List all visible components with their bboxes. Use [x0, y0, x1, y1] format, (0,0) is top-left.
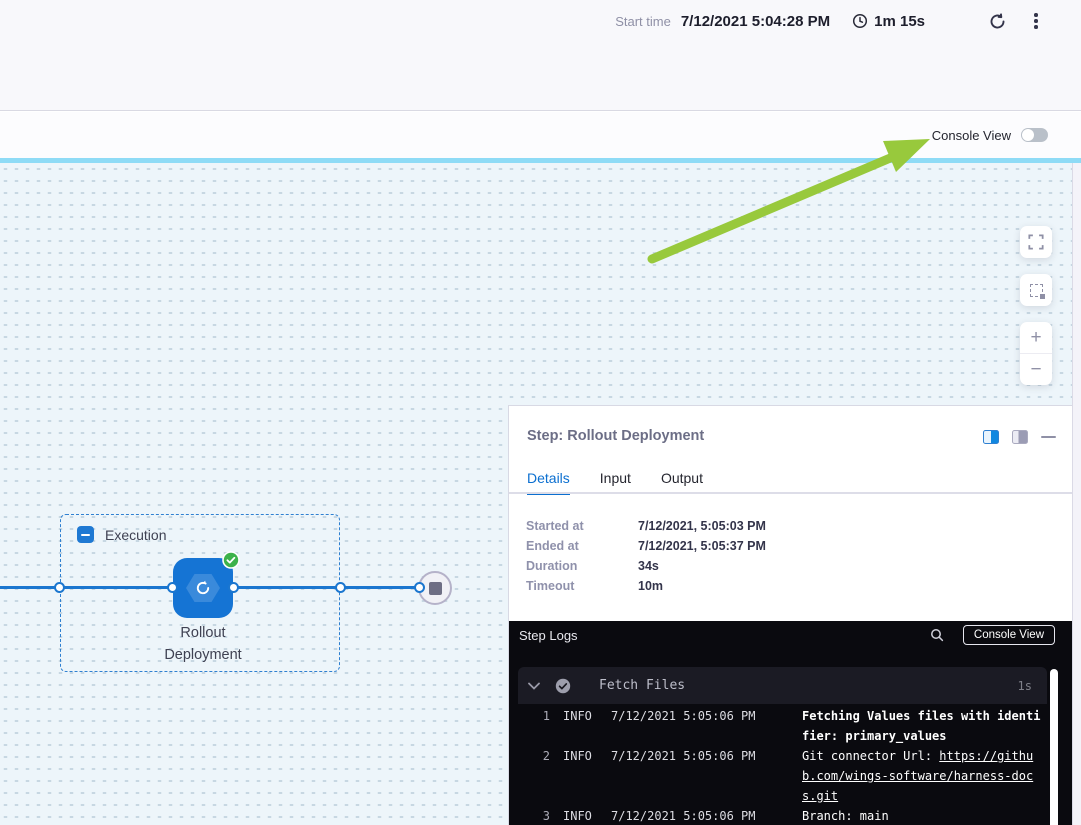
- sub-header: Console View: [0, 112, 1081, 158]
- log-line: 3 INFO 7/12/2021 5:05:06 PM Branch: main: [509, 806, 1042, 825]
- clock-icon: [852, 13, 868, 29]
- log-group-duration: 1s: [1017, 678, 1032, 693]
- log-scrollbar-thumb[interactable]: [1050, 669, 1058, 825]
- stop-icon: [428, 581, 442, 595]
- log-group-fetch-files[interactable]: Fetch Files 1s: [518, 667, 1047, 704]
- elapsed-time: 1m 15s: [874, 12, 925, 30]
- log-group-success-icon: [555, 678, 571, 694]
- git-connector-link[interactable]: https://github.com/wings-software/harnes…: [802, 749, 1034, 803]
- log-message: Git connector Url: https://github.com/wi…: [802, 749, 1034, 803]
- select-area-button[interactable]: [1020, 274, 1052, 306]
- details-grid: Started at 7/12/2021, 5:05:03 PM Ended a…: [526, 520, 766, 593]
- toggle-knob: [1022, 129, 1034, 141]
- log-lines: 1 INFO 7/12/2021 5:05:06 PM Fetching Val…: [509, 706, 1042, 825]
- log-timestamp: 7/12/2021 5:05:06 PM: [611, 809, 756, 823]
- connector-port: [414, 582, 425, 593]
- detail-value: 7/12/2021, 5:05:03 PM: [638, 519, 766, 533]
- success-check-icon: [222, 551, 240, 569]
- node-label: Rollout Deployment: [164, 625, 242, 663]
- panel-actions: [983, 430, 1056, 444]
- log-level: INFO: [563, 809, 592, 823]
- detail-value: 34s: [638, 559, 659, 573]
- marquee-icon: [1029, 283, 1045, 299]
- expand-icon: [1028, 234, 1044, 250]
- stage-divider-bar: [0, 158, 1081, 163]
- step-logs-title: Step Logs: [519, 627, 578, 643]
- detail-label: Ended at: [526, 539, 579, 553]
- log-line-number: 3: [542, 809, 550, 823]
- execution-meta-bar: Start time 7/12/2021 5:04:28 PM 1m 15s: [0, 0, 1081, 42]
- connector-port: [228, 582, 239, 593]
- panel-title: Step: Rollout Deployment: [527, 428, 705, 444]
- minimize-panel-icon[interactable]: [1041, 435, 1056, 439]
- end-node[interactable]: [418, 571, 452, 605]
- collapse-group-button[interactable]: [77, 526, 94, 543]
- panel-tabs: Details Input Output: [527, 470, 703, 495]
- execution-group-header: Execution: [77, 526, 166, 543]
- tab-separator: [509, 492, 1072, 494]
- tab-output[interactable]: Output: [660, 470, 703, 486]
- log-message: Branch: main: [802, 809, 889, 823]
- zoom-out-button[interactable]: −: [1030, 359, 1042, 380]
- connector-port: [54, 582, 65, 593]
- start-time-label: Start time: [615, 13, 671, 29]
- fit-to-screen-button[interactable]: [1020, 226, 1052, 258]
- console-view-label: Console View: [931, 127, 1011, 143]
- search-icon[interactable]: [927, 625, 947, 645]
- log-message: Fetching Values files with identifier: p…: [802, 709, 1041, 743]
- execution-group-box: Execution: [60, 514, 340, 672]
- log-line-number: 1: [542, 709, 550, 723]
- execution-group-label: Execution: [105, 526, 167, 543]
- connector-port: [167, 582, 178, 593]
- log-line-number: 2: [542, 749, 550, 763]
- log-line: 1 INFO 7/12/2021 5:05:06 PM Fetching Val…: [509, 706, 1042, 746]
- refresh-button[interactable]: [985, 9, 1009, 33]
- detail-value: 10m: [638, 579, 664, 593]
- hexagon-shape: [186, 574, 220, 602]
- log-level: INFO: [563, 709, 592, 723]
- zoom-in-button[interactable]: +: [1020, 322, 1052, 354]
- log-line: 2 INFO 7/12/2021 5:05:06 PM Git connecto…: [509, 746, 1042, 806]
- rollout-icon: [194, 579, 212, 597]
- step-logs-header: Step Logs Console View: [509, 621, 1072, 649]
- rollout-deployment-node[interactable]: [173, 551, 240, 618]
- step-logs-section: Step Logs Console View Fetch Files 1s: [509, 621, 1072, 825]
- detail-label: Timeout: [526, 579, 575, 593]
- log-level: INFO: [563, 749, 592, 763]
- zoom-controls: + −: [1020, 322, 1052, 385]
- log-timestamp: 7/12/2021 5:05:06 PM: [611, 709, 756, 723]
- page-scrollbar[interactable]: [1072, 163, 1081, 825]
- console-view-toggle[interactable]: [1021, 128, 1048, 142]
- detail-label: Started at: [526, 519, 584, 533]
- top-header: Start time 7/12/2021 5:04:28 PM 1m 15s: [0, 0, 1081, 111]
- chevron-down-icon: [528, 682, 540, 690]
- layout-split-bottom-icon[interactable]: [1012, 430, 1028, 444]
- tab-input[interactable]: Input: [599, 470, 631, 486]
- start-time-value: 7/12/2021 5:04:28 PM: [680, 12, 831, 30]
- detail-value: 7/12/2021, 5:05:37 PM: [638, 539, 766, 553]
- connector-port: [335, 582, 346, 593]
- log-timestamp: 7/12/2021 5:05:06 PM: [611, 749, 756, 763]
- kebab-menu-icon[interactable]: [1027, 9, 1045, 33]
- log-group-title: Fetch Files: [599, 678, 686, 693]
- console-view-button[interactable]: Console View: [962, 625, 1055, 645]
- step-details-panel: Step: Rollout Deployment Details Input O…: [508, 405, 1072, 825]
- layout-split-right-icon[interactable]: [983, 430, 999, 444]
- detail-label: Duration: [526, 559, 578, 573]
